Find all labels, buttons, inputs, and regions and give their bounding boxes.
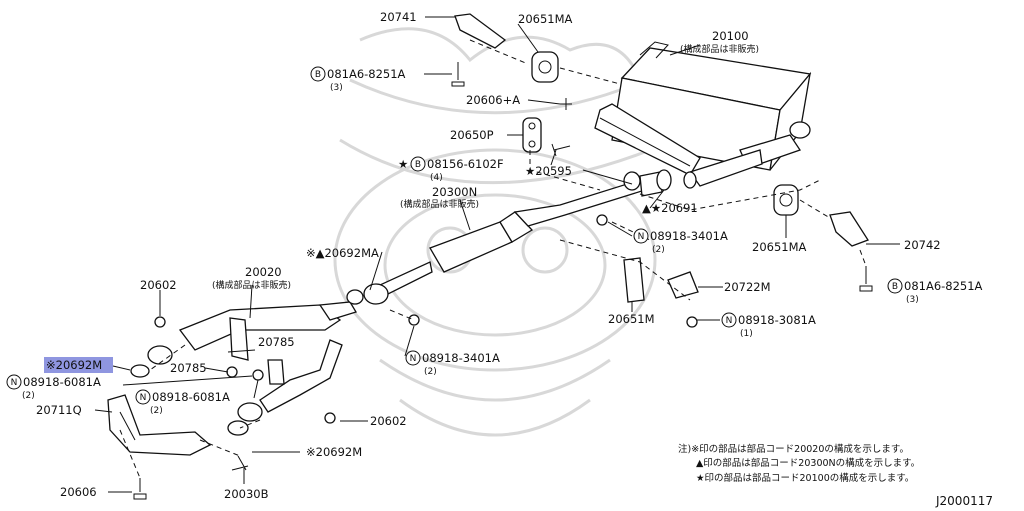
label-20595[interactable]: ★20595	[525, 164, 572, 178]
label-20030B[interactable]: 20030B	[224, 487, 269, 501]
bolt-b-icon	[310, 66, 326, 82]
label-08918-3081A-qty: (1)	[740, 329, 753, 339]
label-081A6-right-qty: (3)	[906, 295, 919, 305]
nut-n-letter-6081A-left: N	[11, 378, 18, 388]
diagram-code: J2000117	[935, 494, 993, 508]
heat-shield-20711Q	[107, 394, 212, 456]
watermark-emblem	[333, 27, 657, 437]
center-pipe-20300N	[379, 171, 663, 297]
nut-n-icon	[633, 228, 649, 244]
nut-ref-08918-3401A-right[interactable]: N 08918-3401A (2)	[633, 228, 728, 255]
label-08918-6081A-center: 08918-6081A	[152, 390, 230, 404]
label-08156-star: ★	[398, 157, 408, 171]
nut-n-icon-6081A-center	[135, 389, 151, 405]
bolt-b-icon-08156	[410, 156, 426, 172]
label-20300N[interactable]: 20300N	[432, 185, 477, 199]
leader-lines	[94, 16, 900, 493]
label-081A6-top-qty: (3)	[330, 83, 343, 93]
bolt-b-icon-right	[887, 278, 903, 294]
gasket-20692MA	[346, 283, 389, 305]
note-line-3: ★印の部品は部品コード20100の構成を示します。	[696, 472, 914, 484]
label-08918-6081A-left-qty: (2)	[22, 391, 35, 401]
nut-n-letter-3081A: N	[726, 316, 733, 326]
label-081A6-8251A-top: 081A6-8251A	[327, 67, 406, 81]
label-08156-6102F: 08156-6102F	[427, 157, 504, 171]
label-20100[interactable]: 20100	[712, 29, 749, 43]
label-20020[interactable]: 20020	[245, 265, 282, 279]
label-20722M[interactable]: 20722M	[724, 280, 771, 294]
label-20785-a[interactable]: 20785	[258, 335, 295, 349]
hanger-20651MA-right	[773, 184, 799, 216]
label-20606-A[interactable]: 20606+A	[466, 93, 520, 107]
bolt-b-letter-08156: B	[415, 160, 421, 170]
nut-ref-08918-6081A-left[interactable]: N 08918-6081A (2)	[6, 374, 101, 401]
alignment-lines	[119, 39, 867, 479]
label-08918-3401A-right: 08918-3401A	[650, 229, 728, 243]
nut-n-letter-6081A-center: N	[140, 393, 147, 403]
label-08918-6081A-left: 08918-6081A	[23, 375, 101, 389]
note-line-2: ▲印の部品は部品コード20300Nの構成を示します。	[696, 457, 920, 469]
label-20691[interactable]: ▲★20691	[642, 201, 698, 215]
bolt-ref-08156[interactable]: ★ B 08156-6102F (4)	[398, 156, 504, 183]
label-20692M-highlighted[interactable]: ※20692M	[46, 358, 102, 372]
gasket-20692M-left	[130, 364, 150, 378]
label-20741[interactable]: 20741	[380, 10, 417, 24]
label-08918-6081A-center-qty: (2)	[150, 406, 163, 416]
label-081A6-8251A-right: 081A6-8251A	[904, 279, 983, 293]
nut-n-icon-center	[405, 350, 421, 366]
nut-n-letter-center: N	[410, 354, 417, 364]
label-08918-3401A-center: 08918-3401A	[422, 351, 500, 365]
bolt-b-letter: B	[315, 70, 321, 80]
bracket-20741	[454, 13, 507, 49]
gasket-20691	[656, 169, 672, 191]
label-20711Q[interactable]: 20711Q	[36, 403, 82, 417]
label-20785-b[interactable]: 20785	[170, 361, 207, 375]
label-20651MA-top[interactable]: 20651MA	[518, 12, 573, 26]
label-08918-3081A: 08918-3081A	[738, 313, 816, 327]
nut-ref-08918-3081A[interactable]: N 08918-3081A (1)	[721, 312, 816, 339]
label-20742[interactable]: 20742	[904, 238, 941, 252]
hanger-20650P	[522, 117, 542, 153]
label-08156-qty: (4)	[430, 173, 443, 183]
nut-n-icon-3081A	[721, 312, 737, 328]
label-20692M-bottom[interactable]: ※20692M	[306, 445, 362, 459]
gasket-20692M-bottom	[227, 420, 249, 436]
bracket-20742	[829, 211, 869, 247]
bolt-ref-081A6-top[interactable]: B 081A6-8251A (3)	[310, 66, 406, 93]
label-20100-sub: (構成部品は非販売)	[680, 43, 759, 55]
label-20602-bottom[interactable]: 20602	[370, 414, 407, 428]
nut-ref-08918-3401A-center[interactable]: N 08918-3401A (2)	[405, 350, 500, 377]
label-20692MA[interactable]: ※▲20692MA	[306, 246, 379, 260]
label-08918-3401A-center-qty: (2)	[424, 367, 437, 377]
label-20602-top[interactable]: 20602	[140, 278, 177, 292]
nut-n-icon-6081A-left	[6, 374, 22, 390]
label-20651MA-right[interactable]: 20651MA	[752, 240, 807, 254]
label-20606[interactable]: 20606	[60, 485, 97, 499]
label-20651M[interactable]: 20651M	[608, 312, 655, 326]
bolt-b-letter-right: B	[892, 282, 898, 292]
bolt-icons	[133, 62, 873, 500]
bolt-ref-081A6-right[interactable]: B 081A6-8251A (3)	[887, 278, 983, 305]
label-20300N-sub: (構成部品は非販売)	[400, 198, 479, 210]
legend-notes: 注)※印の部品は部品コード20020の構成を示します。 ▲印の部品は部品コード2…	[678, 443, 920, 484]
flange-gasket-20595	[623, 171, 641, 191]
nut-icons	[154, 214, 698, 424]
bracket-20722M	[667, 271, 699, 299]
note-line-1: 注)※印の部品は部品コード20020の構成を示します。	[678, 443, 909, 455]
nut-ref-08918-6081A-center[interactable]: N 08918-6081A (2)	[135, 389, 230, 416]
hanger-20651MA-top	[531, 51, 559, 83]
label-20020-sub: (構成部品は非販売)	[212, 279, 291, 291]
main-muffler-20100	[594, 41, 812, 189]
hanger-20651M	[623, 257, 645, 303]
front-y-pipe-20020	[147, 301, 357, 422]
label-08918-3401A-right-qty: (2)	[652, 245, 665, 255]
label-20650P[interactable]: 20650P	[450, 128, 494, 142]
highlight-20692M	[44, 357, 113, 373]
nut-n-letter: N	[638, 232, 645, 242]
